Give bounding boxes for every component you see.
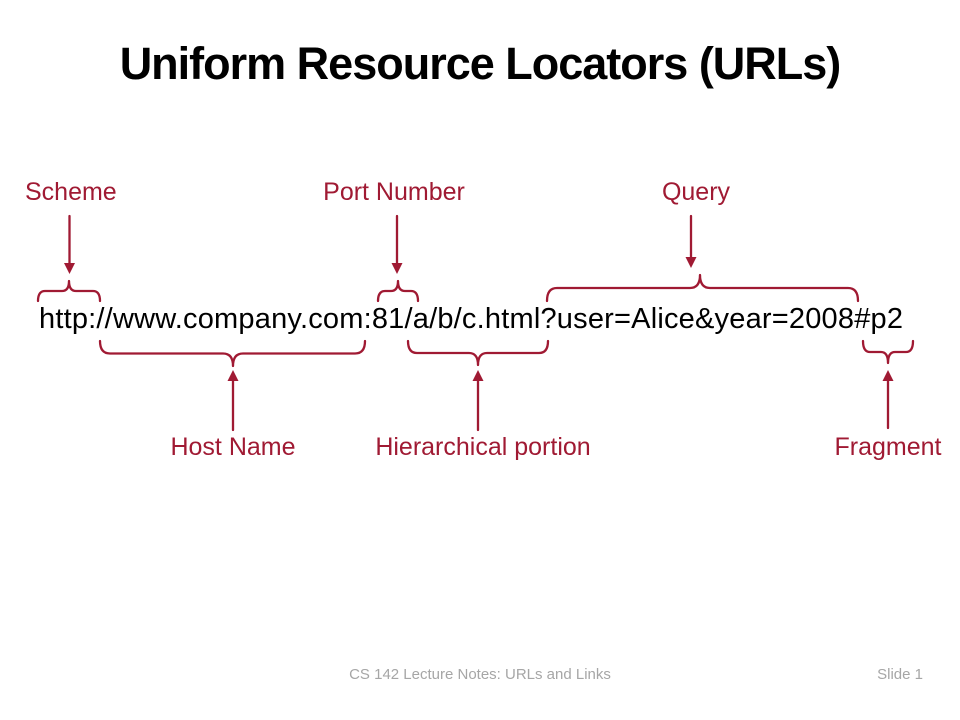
port-brace <box>376 279 420 303</box>
port-arrow-down-icon <box>391 214 403 274</box>
host-name-brace <box>98 339 367 368</box>
footer-course-text: CS 142 Lecture Notes: URLs and Links <box>349 666 611 683</box>
url-example-text: http://www.company.com:81/a/b/c.html?use… <box>39 303 904 335</box>
fragment-arrow-up-icon <box>882 370 894 430</box>
scheme-arrow-down-icon <box>64 214 75 274</box>
host-name-arrow-up-icon <box>227 370 239 432</box>
hierarchical-portion-label: Hierarchical portion <box>375 433 591 461</box>
slide-title: Uniform Resource Locators (URLs) <box>119 38 842 89</box>
host-name-label: Host Name <box>170 433 296 461</box>
footer-slide-number: Slide 1 <box>877 666 923 683</box>
scheme-label: Scheme <box>25 178 117 206</box>
port-number-label: Port Number <box>323 178 465 206</box>
fragment-label: Fragment <box>834 433 942 461</box>
scheme-brace <box>36 279 102 303</box>
hierarchical-arrow-up-icon <box>472 370 484 432</box>
fragment-brace <box>861 339 915 365</box>
query-arrow-down-icon <box>685 214 697 268</box>
query-label: Query <box>661 178 731 206</box>
query-brace <box>545 273 860 303</box>
hierarchical-portion-brace <box>406 339 550 367</box>
